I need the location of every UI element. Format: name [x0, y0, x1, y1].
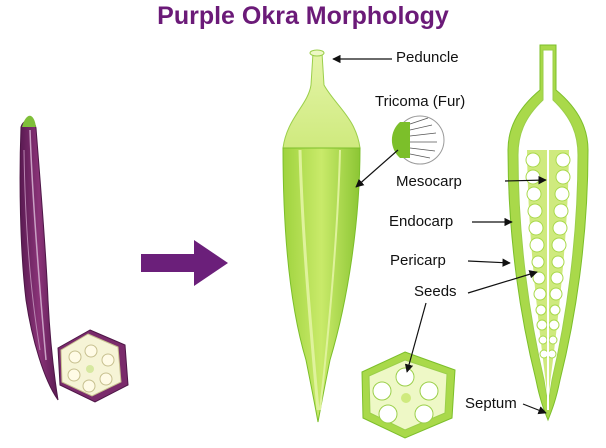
purple-cross-section	[57, 329, 129, 403]
longitudinal-section	[507, 44, 589, 422]
green-okra-pod	[282, 49, 361, 423]
seeds-arrow-right	[467, 270, 538, 294]
label-pericarp: Pericarp	[390, 252, 446, 269]
right-arrow-icon	[141, 240, 228, 286]
label-mesocarp: Mesocarp	[396, 173, 462, 190]
label-peduncle: Peduncle	[396, 49, 459, 66]
label-septum: Septum	[465, 395, 517, 412]
green-cross-section	[361, 351, 456, 439]
label-seeds: Seeds	[414, 283, 457, 300]
tricoma-detail	[391, 115, 445, 165]
label-endocarp: Endocarp	[389, 213, 454, 230]
purple-okra-pod	[19, 115, 59, 401]
label-tricoma: Tricoma (Fur)	[375, 93, 466, 110]
mesocarp-arrow	[504, 175, 547, 185]
page-title: Purple Okra Morphology	[157, 2, 449, 30]
seeds-arrow-down	[404, 302, 427, 373]
septum-arrow	[522, 403, 547, 415]
tricoma-arrow	[355, 149, 399, 188]
leader-arrows	[332, 54, 547, 415]
pericarp-arrow	[467, 258, 511, 267]
